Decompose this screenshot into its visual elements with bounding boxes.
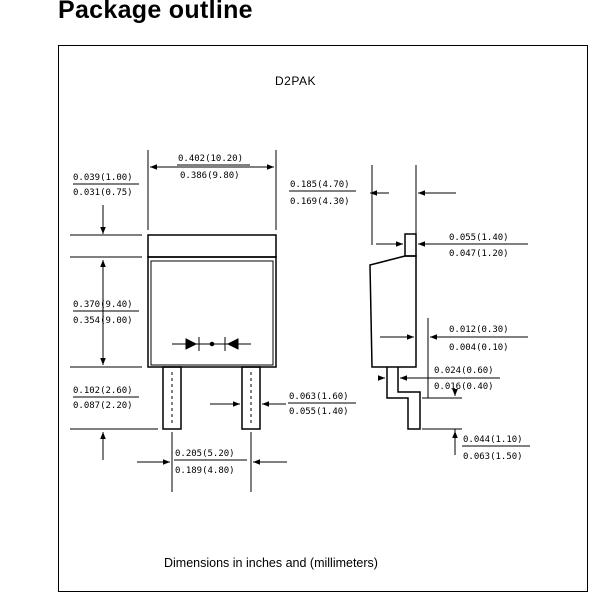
lead-right <box>241 366 261 430</box>
dim-lead-width-min: 0.055(1.40) <box>289 407 349 417</box>
dim-lead-length-min: 0.087(2.20) <box>73 401 133 411</box>
dim-tab-thickness-max: 0.039(1.00) <box>73 173 133 183</box>
body-inner <box>150 260 274 366</box>
dim-lead-thickness-max: 0.024(0.60) <box>434 366 494 376</box>
center-marker <box>172 337 251 351</box>
tab-strip <box>147 234 277 258</box>
front-view <box>147 234 277 430</box>
dim-foot-length-min: 0.063(1.50) <box>463 452 523 462</box>
drawing-frame <box>58 45 588 592</box>
dim-body-width-max: 0.402(10.20) <box>178 154 243 164</box>
dim-lead-pitch-max: 0.205(5.20) <box>175 449 235 459</box>
dim-lead-length-max: 0.102(2.60) <box>73 386 133 396</box>
dim-foot-length-max: 0.044(1.10) <box>463 435 523 445</box>
dim-lead-width-max: 0.063(1.60) <box>289 392 349 402</box>
dim-tab-top-min: 0.047(1.20) <box>449 249 509 259</box>
page-title: Package outline <box>58 0 253 24</box>
dim-lead-pitch-min: 0.189(4.80) <box>175 466 235 476</box>
side-view <box>369 233 421 430</box>
dim-standoff-max: 0.012(0.30) <box>449 325 509 335</box>
side-lead <box>386 367 421 430</box>
lead-left <box>162 366 182 430</box>
package-name: D2PAK <box>275 74 316 88</box>
side-body <box>369 255 417 368</box>
dim-body-height-max: 0.370(9.40) <box>73 300 133 310</box>
body-outline <box>147 256 277 368</box>
dim-body-height-min: 0.354(9.00) <box>73 316 133 326</box>
side-tab <box>404 233 417 257</box>
dim-tab-thickness-min: 0.031(0.75) <box>73 188 133 198</box>
dim-side-height-max: 0.185(4.70) <box>290 180 350 190</box>
dim-side-height-min: 0.169(4.30) <box>290 197 350 207</box>
dim-tab-top-max: 0.055(1.40) <box>449 233 509 243</box>
units-footnote: Dimensions in inches and (millimeters) <box>164 556 378 570</box>
dim-standoff-min: 0.004(0.10) <box>449 343 509 353</box>
dim-lead-thickness-min: 0.016(0.40) <box>434 382 494 392</box>
dim-body-width-min: 0.386(9.80) <box>180 171 240 181</box>
